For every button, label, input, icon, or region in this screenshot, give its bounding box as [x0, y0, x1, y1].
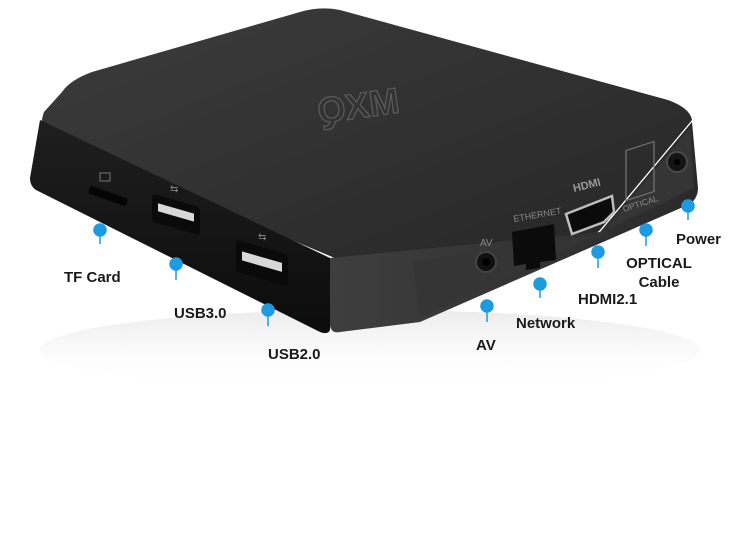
optical-label: OPTICAL Cable: [626, 254, 692, 292]
optical-label-line1: OPTICAL: [626, 255, 692, 272]
ethernet-port: [512, 224, 556, 270]
hdmi-marker: [591, 245, 605, 259]
network-label: Network: [516, 315, 576, 332]
tf-card-slot: [88, 185, 128, 207]
network-marker: [533, 277, 547, 291]
tf-card-marker: [93, 223, 107, 237]
power-label: Power: [676, 231, 722, 248]
tf-card-label: TF Card: [64, 269, 121, 286]
av-marker: [480, 299, 494, 313]
optical-port: [625, 140, 655, 202]
usb-icon: ⇆: [258, 232, 266, 243]
power-jack-hole: [674, 159, 680, 165]
usb-icon: ⇆: [170, 184, 178, 195]
usb3-marker: [169, 257, 183, 271]
usb2-label: USB2.0: [268, 346, 321, 363]
optical-label-line2: Cable: [638, 274, 680, 291]
av-marking: AV: [480, 238, 493, 249]
tf-card-icon: [99, 172, 111, 182]
hdmi-label: HDMI2.1: [578, 291, 638, 308]
usb2-port: [236, 240, 288, 286]
callout-markers: [93, 199, 695, 326]
usb2-marker: [261, 303, 275, 317]
floor-shadow: [40, 310, 700, 390]
hdmi-port: [564, 194, 616, 236]
usb3-label: USB3.0: [174, 305, 227, 322]
power-marker: [681, 199, 695, 213]
usb3-port: [152, 194, 200, 235]
optical-marker: [639, 223, 653, 237]
av-jack-hole: [482, 258, 490, 266]
av-label: AV: [476, 337, 496, 354]
